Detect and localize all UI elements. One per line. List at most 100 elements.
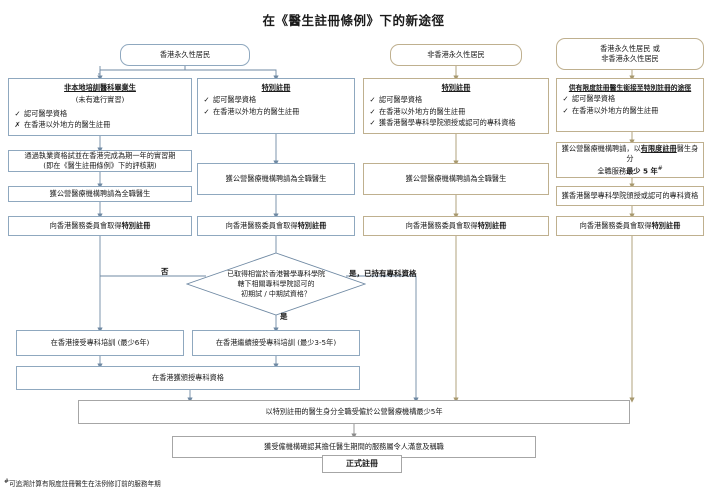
page-title: 在《醫生註冊條例》下的新途徑: [262, 13, 445, 28]
footnote-marker: #: [4, 478, 10, 485]
criteria-heading: 供有限度註冊醫生銜接至特別註冊的途徑: [568, 84, 692, 92]
criteria-item-text: 認可醫學資格: [379, 94, 423, 104]
criteria-col-4[interactable]: 供有限度註冊醫生銜接至特別註冊的途徑 ✓ 認可醫學資格 ✓ 在香港以外地方的醫生…: [556, 78, 704, 132]
criteria-col-1[interactable]: 非本地培訓醫科畢業生 (未有進行實習) ✓ 認可醫學資格 ✗ 在香港以外地方的醫…: [8, 78, 192, 136]
col2-step2[interactable]: 向香港醫務委員會取得特別註冊: [197, 216, 355, 236]
step-line1: 獲公營醫療機構聘請為全職醫生: [49, 188, 151, 198]
criteria-item: ✓ 認可醫學資格: [562, 94, 698, 105]
check-icon: ✓: [562, 105, 569, 115]
footnote: #可追溯計算有限度註冊醫生在法例修訂前的服務年期: [4, 478, 161, 488]
training-3to5y[interactable]: 在香港繼續接受專科培訓 (最少3-5年): [192, 330, 360, 356]
criteria-item-text: 在香港以外地方的醫生註冊: [379, 106, 466, 116]
check-icon: ✓: [14, 108, 21, 118]
step-strong: 有限度註冊: [640, 143, 677, 153]
col1-step2[interactable]: 獲公營醫療機構聘請為全職醫生: [8, 186, 192, 202]
criteria-item-text: 認可醫學資格: [572, 94, 616, 104]
footnote-marker: #: [657, 164, 663, 172]
step-line2-prefix: 全職服務: [597, 165, 627, 175]
criteria-list: ✓ 認可醫學資格 ✓ 在香港以外地方的醫生註冊: [562, 94, 698, 117]
header-label-line2: 非香港永久性居民: [601, 54, 659, 63]
col3-step2[interactable]: 向香港醫務委員會取得特別註冊: [363, 216, 549, 236]
check-icon: ✓: [203, 106, 210, 116]
criteria-item-text: 在香港以外地方的醫生註冊: [213, 106, 300, 116]
col1-step1[interactable]: 通過執業資格試並在香港完成為期一年的實習期 (即在《醫生註冊條例》下的評核期): [8, 150, 192, 172]
col1-step3[interactable]: 向香港醫務委員會取得特別註冊: [8, 216, 192, 236]
footnote-text: 可追溯計算有限度註冊醫生在法例修訂前的服務年期: [9, 480, 161, 489]
criteria-item-text: 認可醫學資格: [24, 108, 68, 118]
col4-step1[interactable]: 獲公營醫療機構聘請，以有限度註冊醫生身分 全職服務最少 5 年#: [556, 142, 704, 178]
decision-label-yes-specialist: 是，已持有專科資格: [349, 269, 417, 278]
training-label: 在香港接受專科培訓 (最少6年): [50, 337, 150, 347]
diamond-shape: [186, 252, 366, 316]
step-strong: 特別註冊: [477, 220, 507, 230]
criteria-col-3[interactable]: 特別註冊 ✓ 認可醫學資格 ✓ 在香港以外地方的醫生註冊 ✓ 獲香港醫學專科學院…: [363, 78, 549, 134]
criteria-list: ✓ 認可醫學資格 ✓ 在香港以外地方的醫生註冊 ✓ 獲香港醫學專科學院頒授或認可…: [369, 95, 543, 129]
criteria-item-text: 獲香港醫學專科學院頒授或認可的專科資格: [379, 118, 516, 128]
criteria-item: ✓ 認可醫學資格: [14, 109, 186, 120]
final-step-label: 以特別註冊的醫生身分全職受僱於公營醫療機構最少5年: [265, 406, 443, 416]
criteria-item: ✓ 在香港以外地方的醫生註冊: [369, 107, 543, 118]
check-icon: ✓: [562, 94, 569, 104]
final-registration-label: 正式註冊: [346, 459, 378, 469]
step-prefix: 向香港醫務委員會取得: [225, 220, 298, 230]
step-prefix: 向香港醫務委員會取得: [49, 220, 122, 230]
criteria-heading: 非本地培訓醫科畢業生: [64, 83, 136, 92]
criteria-item: ✓ 在香港以外地方的醫生註冊: [203, 107, 349, 118]
check-icon: ✓: [369, 118, 376, 128]
step-prefix: 向香港醫務委員會取得: [405, 220, 478, 230]
col2-step1[interactable]: 獲公營醫療機構聘請為全職醫生: [197, 163, 355, 195]
step-prefix: 獲公營醫療機構聘請，以: [561, 143, 641, 153]
step-strong: 特別註冊: [651, 220, 681, 230]
full-registration[interactable]: 正式註冊: [322, 455, 402, 473]
decision-line2: 轄下相關專科學院認可的: [237, 279, 315, 288]
header-non-hk-permanent-resident[interactable]: 非香港永久性居民: [390, 44, 522, 66]
training-label: 在香港繼續接受專科培訓 (最少3-5年): [215, 337, 337, 347]
criteria-item: ✓ 在香港以外地方的醫生註冊: [562, 106, 698, 117]
step-mid: 醫生身分: [626, 143, 699, 164]
criteria-item: ✓ 認可醫學資格: [369, 95, 543, 106]
step-line1: 通過執業資格試並在香港完成為期一年的實習期: [24, 150, 176, 160]
criteria-item: ✗ 在香港以外地方的醫生註冊: [14, 120, 186, 131]
training-6y[interactable]: 在香港接受專科培訓 (最少6年): [16, 330, 184, 356]
criteria-item-text: 在香港以外地方的醫生註冊: [24, 120, 111, 130]
criteria-item: ✓ 獲香港醫學專科學院頒授或認可的專科資格: [369, 118, 543, 129]
header-label: 非香港永久性居民: [427, 49, 485, 59]
header-label-line1: 香港永久性居民 或: [600, 43, 660, 53]
criteria-item-text: 在香港以外地方的醫生註冊: [572, 105, 659, 115]
step-prefix: 向香港醫務委員會取得: [579, 220, 652, 230]
specialist-exam-decision[interactable]: 已取得相當於香港醫學專科學院 轄下相關專科學院認可的 初期試 / 中期試資格？: [186, 252, 366, 316]
decision-text: 已取得相當於香港醫學專科學院 轄下相關專科學院認可的 初期試 / 中期試資格？: [186, 252, 366, 316]
qualification-label: 在香港獲頒授專科資格: [152, 372, 224, 382]
step-strong: 特別註冊: [121, 220, 151, 230]
step-line1: 獲公營醫療機構聘請為全職醫生: [405, 173, 507, 183]
step-strong: 特別註冊: [297, 220, 327, 230]
decision-label-yes: 是: [280, 312, 288, 321]
cross-icon: ✗: [14, 120, 21, 130]
final-step-label: 獲受僱機構確認其擔任醫生期間的服務屬令人滿意及稱職: [264, 441, 444, 451]
header-hk-permanent-resident[interactable]: 香港永久性居民: [120, 44, 250, 66]
criteria-list: ✓ 認可醫學資格 ✗ 在香港以外地方的醫生註冊: [14, 109, 186, 132]
header-label: 香港永久性居民: [159, 49, 211, 59]
step-line2: (即在《醫生註冊條例》下的評核期): [43, 161, 157, 170]
criteria-heading: 特別註冊: [441, 83, 471, 92]
decision-line1: 已取得相當於香港醫學專科學院: [227, 269, 325, 278]
check-icon: ✓: [369, 94, 376, 104]
serve-5-years[interactable]: 以特別註冊的醫生身分全職受僱於公營醫療機構最少5年: [78, 400, 630, 424]
col3-step1[interactable]: 獲公營醫療機構聘請為全職醫生: [363, 163, 549, 195]
step-line1: 獲公營醫療機構聘請為全職醫生: [225, 173, 327, 183]
obtain-specialist-qual[interactable]: 在香港獲頒授專科資格: [16, 366, 360, 390]
criteria-heading: 特別註冊: [261, 83, 291, 92]
criteria-subheading: (未有進行實習): [75, 94, 125, 104]
check-icon: ✓: [369, 106, 376, 116]
decision-label-no: 否: [161, 267, 169, 276]
header-either-resident[interactable]: 香港永久性居民 或 非香港永久性居民: [556, 38, 704, 70]
criteria-item-text: 認可醫學資格: [213, 94, 257, 104]
criteria-list: ✓ 認可醫學資格 ✓ 在香港以外地方的醫生註冊: [203, 95, 349, 118]
col4-step3[interactable]: 向香港醫務委員會取得特別註冊: [556, 216, 704, 236]
col4-step2[interactable]: 獲香港醫學專科學院頒授或認可的專科資格: [556, 186, 704, 206]
criteria-col-2[interactable]: 特別註冊 ✓ 認可醫學資格 ✓ 在香港以外地方的醫生註冊: [197, 78, 355, 134]
step-line1: 獲香港醫學專科學院頒授或認可的專科資格: [561, 190, 699, 200]
check-icon: ✓: [203, 94, 210, 104]
